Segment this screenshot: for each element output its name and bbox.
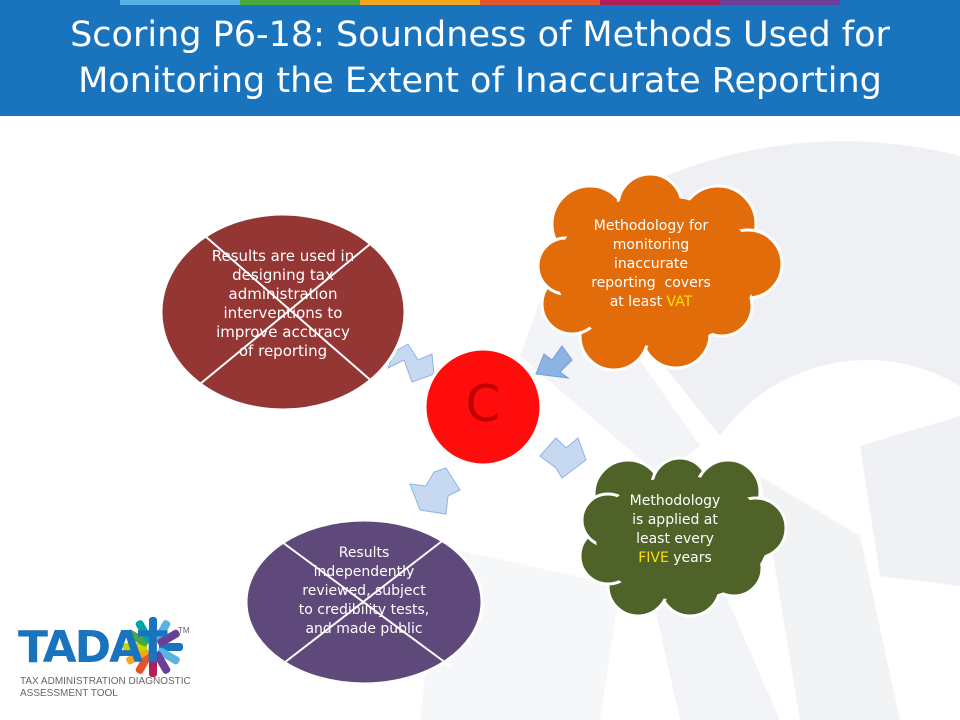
node-text-line: Results (338, 545, 390, 561)
node-text-line: independently (313, 564, 415, 580)
node-text-line: least every (636, 531, 714, 547)
slide-title: Scoring P6-18: Soundness of Methods Used… (0, 12, 960, 104)
center-node (423, 347, 543, 467)
node-bottom-left-text: Results independently reviewed, subject … (264, 544, 464, 639)
node-text-line: improve accuracy (216, 323, 350, 341)
node-top-right-text: Methodology for monitoring inaccurate re… (566, 217, 736, 312)
node-text-line: monitoring (612, 237, 690, 253)
node-text-line: to credibility tests, (298, 602, 430, 618)
arrow-to-bottom-right (539, 437, 587, 479)
node-text-line: designing tax (232, 266, 334, 284)
node-top-left-text: Results are used in designing tax admini… (185, 247, 381, 361)
arrow-to-bottom-left (409, 467, 461, 515)
node-text-line: reviewed, subject (302, 583, 426, 599)
node-bottom-left (244, 518, 484, 686)
node-text-line: inaccurate (613, 256, 689, 272)
logo-wheel-icon (123, 617, 183, 677)
node-text-line: and made public (305, 621, 423, 637)
node-text-line: reporting covers (591, 275, 711, 291)
title-line-1: Scoring P6-18: Soundness of Methods Used… (70, 15, 890, 55)
node-text-line: Methodology for (593, 218, 709, 234)
title-line-2: Monitoring the Extent of Inaccurate Repo… (78, 61, 882, 101)
node-text-line: Methodology (629, 493, 721, 509)
cross-line (199, 239, 376, 385)
color-stripe (0, 0, 960, 5)
node-bottom-right-text: Methodology is applied at least every FI… (602, 492, 748, 568)
node-text-line: is applied at (632, 512, 718, 528)
logo-tm: TM (178, 626, 190, 635)
title-banner: Scoring P6-18: Soundness of Methods Used… (0, 0, 960, 116)
node-bottom-right (578, 456, 788, 618)
node-text-line: Results are used in (211, 247, 355, 265)
arrow-to-top-right (535, 345, 573, 379)
logo-subtitle-1: TAX ADMINISTRATION DIAGNOSTIC (20, 676, 191, 687)
diagram: C Results are used in designing tax admi… (0, 116, 960, 720)
node-text-line: FIVE years (638, 550, 712, 566)
node-text-line: of reporting (238, 342, 328, 360)
cross-line (279, 537, 447, 667)
highlight-five: FIVE (638, 550, 669, 566)
diagram-canvas (159, 141, 960, 720)
tadat-logo: TADAT TM TAX ADMINISTRATION DIAGNOSTIC A… (18, 612, 198, 712)
node-text-line: at least VAT (609, 294, 693, 310)
highlight-vat: VAT (666, 294, 693, 310)
node-top-left (159, 212, 407, 412)
cross-line (281, 541, 451, 667)
logo-subtitle-2: ASSESSMENT TOOL (20, 688, 118, 699)
node-top-right (536, 172, 784, 372)
node-text-line: administration (228, 285, 338, 303)
center-label: C (465, 375, 501, 433)
logo-wordmark: TADAT (18, 622, 168, 673)
node-text-line: interventions to (223, 304, 343, 322)
